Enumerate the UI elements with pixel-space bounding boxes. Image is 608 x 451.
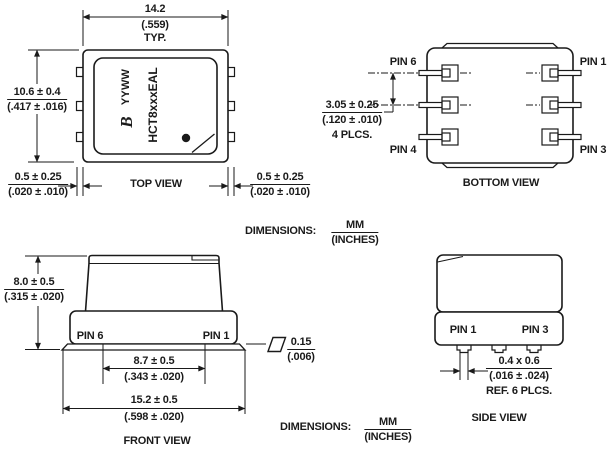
side-view-dimensions	[440, 353, 488, 380]
side-pin3-label: PIN 3	[521, 324, 549, 336]
bottom-view-top-tab	[441, 42, 559, 49]
top-height-dimension: 10.6 ± 0.4 (.417 ± .016)	[7, 86, 67, 114]
front-body-width-in: (.598 ± .020)	[124, 411, 184, 423]
dimensions-note-units: MM (INCHES)	[331, 219, 379, 247]
front-lead-span-mm: 8.7 ± 0.5	[133, 355, 175, 367]
bottom-pin3-label: PIN 3	[579, 144, 607, 156]
front-pin1-label: PIN 1	[202, 330, 230, 342]
marking-part-number: HCT8xxxEAL	[146, 67, 160, 143]
front-view-label: FRONT VIEW	[123, 435, 191, 447]
front-coplanarity-mm: 0.15	[287, 336, 315, 351]
top-view-corner-chamfer	[191, 133, 215, 154]
pin-pad-notch	[441, 132, 451, 142]
top-lead-right-mm: 0.5 ± 0.25	[250, 171, 310, 186]
front-view-lid-notch	[191, 255, 219, 261]
bottom-pin6-label: PIN 6	[389, 56, 417, 68]
side-view-pin	[491, 345, 507, 354]
top-lead-left-mm: 0.5 ± 0.25	[8, 171, 68, 186]
side-view-base	[434, 311, 564, 346]
front-view-lid	[84, 254, 224, 313]
side-pin1-label: PIN 1	[449, 324, 477, 336]
bottom-view-dimensions	[368, 72, 540, 113]
top-width-note: TYP.	[143, 32, 167, 44]
side-view-lid-notch	[437, 255, 464, 263]
dimensions-note-units: MM (INCHES)	[364, 416, 412, 444]
bottom-pin4-label: PIN 4	[389, 144, 417, 156]
top-lead-right-dimension: 0.5 ± 0.25 (.020 ± .010)	[250, 171, 310, 199]
front-lead-span-in: (.343 ± .020)	[124, 371, 184, 383]
pin-lead	[555, 133, 582, 141]
side-view-outline	[434, 254, 564, 354]
side-view-lid	[436, 254, 563, 313]
top-width-mm: 14.2	[144, 3, 166, 15]
side-lead-size-dimension: 0.4 x 0.6 (.016 ± .024) REF. 6 PLCS.	[485, 355, 553, 397]
front-height-in: (.315 ± .020)	[4, 291, 64, 304]
front-view-dimensions	[25, 255, 287, 414]
top-lead-left-in: (.020 ± .010)	[8, 186, 68, 199]
side-lead-size-in: (.016 ± .024)	[489, 370, 549, 383]
bottom-pitch-dimension: 3.05 ± 0.25 (.120 ± .010) 4 PLCS.	[322, 99, 382, 141]
side-lead-size-note: REF. 6 PLCS.	[485, 384, 553, 397]
pin-lead	[418, 101, 445, 109]
top-lead-right-in: (.020 ± .010)	[250, 186, 310, 199]
pin-lead	[418, 133, 445, 141]
unit-inches: (INCHES)	[364, 431, 412, 444]
front-height-mm: 8.0 ± 0.5	[4, 276, 64, 291]
top-view-body	[82, 49, 229, 163]
bottom-pin1-label: PIN 1	[579, 56, 607, 68]
bottom-pitch-in: (.120 ± .010)	[322, 114, 382, 127]
front-height-dimension: 8.0 ± 0.5 (.315 ± .020)	[4, 276, 64, 304]
front-coplanarity-in: (.006)	[287, 351, 315, 364]
dimensions-note-label: DIMENSIONS:	[280, 421, 352, 433]
side-view-label: SIDE VIEW	[471, 412, 527, 424]
dimensions-note-label: DIMENSIONS:	[245, 225, 317, 237]
bottom-pitch-note: 4 PLCS.	[331, 128, 373, 141]
pin1-indicator-dot	[181, 133, 191, 143]
pin-lead	[555, 101, 582, 109]
flatness-symbol	[267, 336, 287, 353]
bourns-logo: B	[117, 116, 136, 128]
bottom-view-pins	[418, 64, 582, 146]
pin-pad-notch	[549, 100, 559, 110]
side-view-pin	[456, 345, 472, 354]
top-lead-left-dimension: 0.5 ± 0.25 (.020 ± .010)	[8, 171, 68, 199]
front-coplanarity-dimension: 0.15 (.006)	[287, 336, 315, 364]
top-view-label: TOP VIEW	[130, 178, 182, 190]
unit-inches: (INCHES)	[331, 234, 379, 247]
front-body-width-mm: 15.2 ± 0.5	[130, 394, 178, 406]
pin-pad-notch	[549, 68, 559, 78]
front-view-outline	[60, 254, 247, 351]
top-view-dimensions	[28, 10, 253, 196]
front-view-flange	[60, 343, 247, 351]
bottom-view-bottom-tab	[441, 162, 559, 169]
top-view-lid	[93, 57, 218, 155]
bottom-pitch-mm: 3.05 ± 0.25	[322, 99, 382, 114]
top-view-outline	[75, 49, 236, 163]
pin-pad-notch	[441, 100, 451, 110]
pin-lead	[555, 69, 582, 77]
top-height-in: (.417 ± .016)	[7, 101, 67, 114]
unit-mm: MM	[364, 416, 412, 431]
marking-date-code: YYWW	[120, 68, 132, 106]
top-width-in: (.559)	[141, 19, 169, 31]
bottom-view-label: BOTTOM VIEW	[462, 177, 540, 189]
side-lead-size-mm: 0.4 x 0.6	[485, 355, 553, 370]
pin-pad-notch	[441, 68, 451, 78]
top-height-mm: 10.6 ± 0.4	[7, 86, 67, 101]
side-view-pin	[526, 345, 542, 354]
pin-lead	[418, 69, 445, 77]
unit-mm: MM	[331, 219, 379, 234]
front-pin6-label: PIN 6	[76, 330, 104, 342]
pin-pad-notch	[549, 132, 559, 142]
